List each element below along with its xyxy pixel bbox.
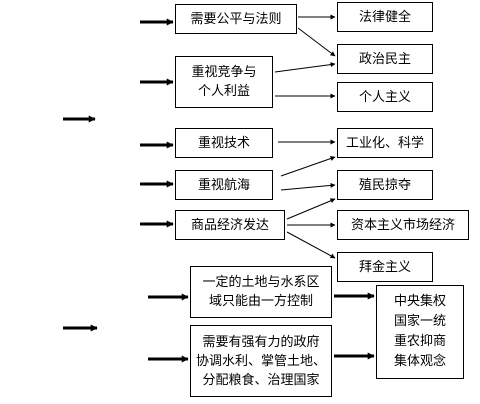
arrow-commodity-to-money [286,231,336,259]
box-money-worship: 拜金主义 [337,252,433,282]
box-land-water: 一定的土地与水系区 域只能由一方控制 [190,266,332,318]
arrow-navigation-to-industry [280,156,336,177]
box-competition-interest: 重视竞争与 个人利益 [175,56,273,108]
arrow-competition-to-democracy [274,62,336,73]
box-political-democracy: 政治民主 [337,44,433,74]
box-industrialization: 工业化、科学 [337,128,433,158]
box-technology: 重视技术 [175,128,273,158]
box-legal-sound: 法律健全 [337,2,433,32]
arrow-navigation-to-colonial [280,182,336,191]
box-strong-government: 需要有强有力的政府 协调水利、掌管土地、 分配粮食、治理国家 [190,325,332,397]
box-colonial-plunder: 殖民掠夺 [337,170,433,200]
arrow-commodity-to-colonial [286,198,336,220]
box-fairness-law: 需要公平与法则 [175,4,297,34]
box-central-traits: 中央集权 国家一统 重农抑商 集体观念 [376,285,464,379]
box-capitalist-market: 资本主义市场经济 [337,210,469,240]
box-navigation: 重视航海 [175,170,273,200]
arrow-fairness-to-democracy [297,27,336,57]
box-commodity-economy: 商品经济发达 [175,210,285,240]
box-individualism: 个人主义 [337,82,433,112]
